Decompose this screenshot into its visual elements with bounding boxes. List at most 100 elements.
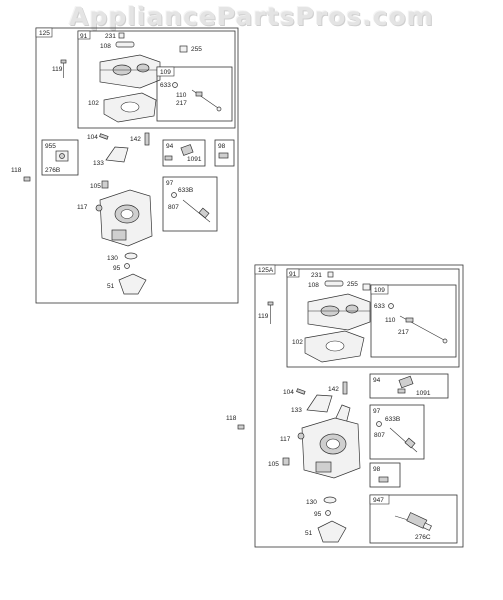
right-label-104: 104 [283, 389, 294, 396]
right-label-633: 633 [374, 303, 385, 310]
left-part-118 [23, 176, 31, 182]
left-label-110: 110 [176, 92, 187, 99]
right-label-118: 118 [226, 415, 237, 422]
right-part-231 [327, 271, 334, 278]
left-label-142: 142 [130, 136, 141, 143]
right-label-130: 130 [306, 499, 317, 506]
right-subassembly-97-frame [369, 404, 425, 460]
left-assembly: 125 91 231 108 255 119 109 633 110 [11, 27, 239, 304]
right-part-51-bowl [317, 520, 347, 543]
right-part-105 [282, 457, 290, 466]
left-part-1091 [164, 155, 173, 161]
right-subassembly-98-frame [369, 462, 401, 488]
left-part-231 [118, 32, 125, 39]
left-part-807-shaft [182, 199, 211, 223]
right-subassembly-94-frame [369, 373, 449, 399]
left-label-130: 130 [107, 255, 118, 262]
right-subassembly-109-frame [370, 284, 457, 358]
right-subassembly-91-tag [286, 268, 300, 278]
right-assembly-label-box [254, 264, 276, 275]
left-label-955: 955 [45, 143, 56, 150]
left-label-633b: 633B [178, 187, 193, 194]
left-label-217: 217 [176, 100, 187, 107]
right-label-633b: 633B [385, 416, 400, 423]
left-assembly-label-box [35, 27, 53, 38]
right-label-133: 133 [291, 407, 302, 414]
right-part-142 [342, 381, 348, 395]
right-label-807: 807 [374, 432, 385, 439]
right-subassembly-91-frame [286, 268, 460, 368]
right-assembly-frame [254, 264, 464, 548]
left-part-102-gasket [103, 92, 157, 123]
right-assembly: 125A 91 231 108 255 119 109 633 110 217 [226, 264, 464, 548]
right-part-118 [237, 424, 245, 430]
left-label-119: 119 [52, 66, 63, 73]
left-label-51: 51 [107, 283, 115, 290]
right-label-110: 110 [385, 317, 396, 324]
left-subassembly-97-frame [162, 176, 218, 232]
left-part-276b [55, 150, 69, 162]
left-part-633 [172, 82, 178, 88]
left-label-102: 102 [88, 100, 99, 107]
right-label-95: 95 [314, 511, 322, 518]
right-part-633 [388, 303, 394, 309]
left-subassembly-91-label: 91 [80, 33, 88, 40]
left-subassembly-91-tag [77, 30, 91, 40]
left-subassembly-955-frame [41, 139, 79, 176]
right-part-119-screw [267, 301, 274, 324]
left-part-carburetor-body [95, 189, 153, 247]
right-subassembly-91-label: 91 [289, 271, 297, 278]
left-part-133 [105, 146, 129, 163]
right-label-97: 97 [373, 408, 381, 415]
right-label-119: 119 [258, 313, 269, 320]
left-part-95 [124, 263, 130, 269]
right-label-276c: 276C [415, 534, 431, 541]
right-label-117: 117 [280, 436, 291, 443]
left-subassembly-98-frame [214, 139, 235, 167]
left-part-cover [99, 54, 161, 89]
right-subassembly-109-tag [370, 284, 389, 295]
left-part-142 [144, 132, 150, 146]
left-part-98 [218, 152, 229, 159]
left-label-633: 633 [160, 82, 171, 89]
left-label-97: 97 [166, 180, 174, 187]
left-part-51-bowl [118, 273, 147, 295]
left-part-130 [124, 252, 138, 260]
left-label-95: 95 [113, 265, 121, 272]
right-part-94 [398, 375, 414, 389]
left-label-255: 255 [191, 46, 202, 53]
left-subassembly-109-tag [156, 66, 175, 77]
right-part-1091 [397, 388, 406, 394]
left-part-255 [179, 45, 188, 53]
left-label-98: 98 [218, 143, 226, 150]
right-label-109: 109 [374, 287, 385, 294]
right-part-110-needle [399, 315, 448, 344]
left-label-133: 133 [93, 160, 104, 167]
left-part-119-screw [60, 59, 67, 78]
right-label-98: 98 [373, 466, 381, 473]
right-part-carburetor-body [297, 417, 361, 479]
right-part-cover [307, 293, 371, 331]
right-label-947: 947 [373, 497, 384, 504]
right-part-98 [378, 476, 389, 483]
left-subassembly-109-frame [156, 66, 233, 122]
left-part-110-needle [191, 89, 222, 112]
right-part-95 [325, 510, 331, 516]
right-part-633b [376, 421, 382, 427]
right-label-51: 51 [305, 530, 313, 537]
right-part-255 [362, 283, 371, 291]
left-label-109: 109 [160, 69, 171, 76]
left-assembly-label: 125 [39, 30, 50, 37]
left-part-105 [101, 180, 109, 189]
left-label-118: 118 [11, 167, 22, 174]
left-label-276b: 276B [45, 167, 60, 174]
left-part-633b [171, 192, 177, 198]
right-label-105: 105 [268, 461, 279, 468]
left-part-94 [180, 144, 194, 156]
right-label-108: 108 [308, 282, 319, 289]
left-label-94: 94 [166, 143, 174, 150]
right-label-102: 102 [292, 339, 303, 346]
right-label-255: 255 [347, 281, 358, 288]
right-subassembly-947-frame [369, 494, 458, 544]
